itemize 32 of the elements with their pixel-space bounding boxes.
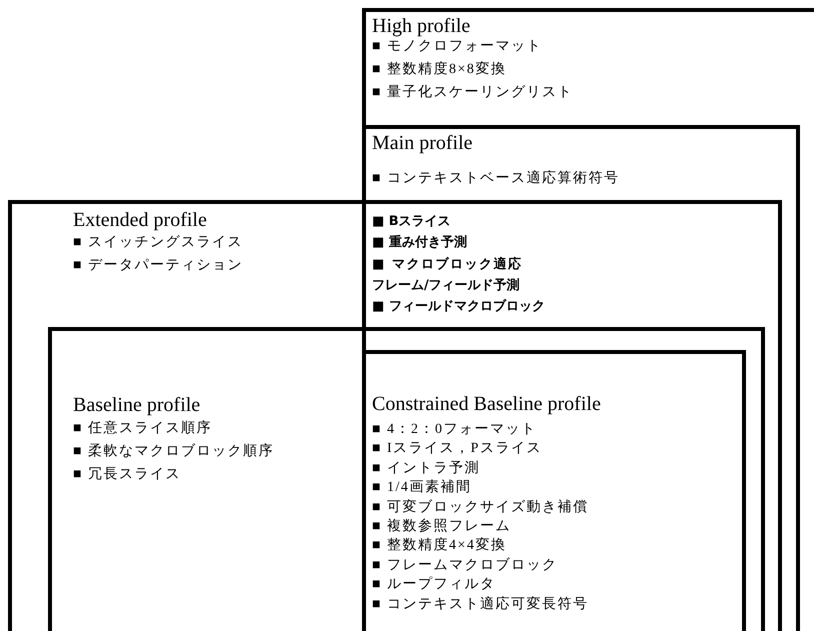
- profile-box: [362, 8, 814, 631]
- profile-box: [8, 200, 782, 631]
- feature-item: ■ Bスライス: [372, 213, 451, 231]
- feature-item: ■ 任意スライス順序: [73, 420, 212, 438]
- feature-item: ■ 冗長スライス: [73, 466, 181, 484]
- feature-item: ■ モノクロフォーマット: [372, 38, 542, 56]
- feature-item: ■ 整数精度4×4変換: [372, 537, 506, 556]
- feature-item: ■ イントラ予測: [372, 460, 480, 478]
- feature-item: ■ 4：2：0フォーマット: [372, 421, 536, 439]
- feature-item: ■ フレームマクロブロック: [372, 556, 558, 575]
- feature-item: ■ 量子化スケーリングリスト: [372, 84, 573, 102]
- profile-title: Baseline profile: [73, 393, 200, 417]
- feature-item: ■ 可変ブロックサイズ動き補償: [372, 498, 588, 517]
- feature-item: ■ ループフィルタ: [372, 576, 496, 594]
- profile-title: Extended profile: [73, 208, 207, 232]
- feature-item: ■ フィールドマクロブロック: [372, 298, 545, 316]
- feature-item: ■ マクロブロック適応フレーム/フィールド予測: [372, 256, 524, 295]
- feature-item: ■ 1/4画素補間: [372, 479, 472, 498]
- profile-title: Constrained Baseline profile: [372, 392, 601, 416]
- feature-item: ■ Iスライス，Pスライス: [372, 440, 542, 458]
- profile-box: [366, 125, 800, 631]
- profile-title: Main profile: [372, 131, 473, 155]
- feature-item: ■ スイッチングスライス: [73, 234, 243, 252]
- feature-item: ■ 重み付き予測: [372, 234, 467, 252]
- feature-item: ■ コンテキストベース適応算術符号: [372, 170, 620, 188]
- profile-box: [48, 327, 765, 631]
- feature-item: ■ 柔軟なマクロブロック順序: [73, 443, 274, 461]
- feature-item: ■ データパーティション: [73, 257, 243, 275]
- feature-item: ■ コンテキスト適応可変長符号: [372, 596, 588, 614]
- feature-item: ■ 整数精度8×8変換: [372, 61, 506, 79]
- profile-title: High profile: [372, 14, 470, 38]
- feature-item: ■ 複数参照フレーム: [372, 518, 511, 536]
